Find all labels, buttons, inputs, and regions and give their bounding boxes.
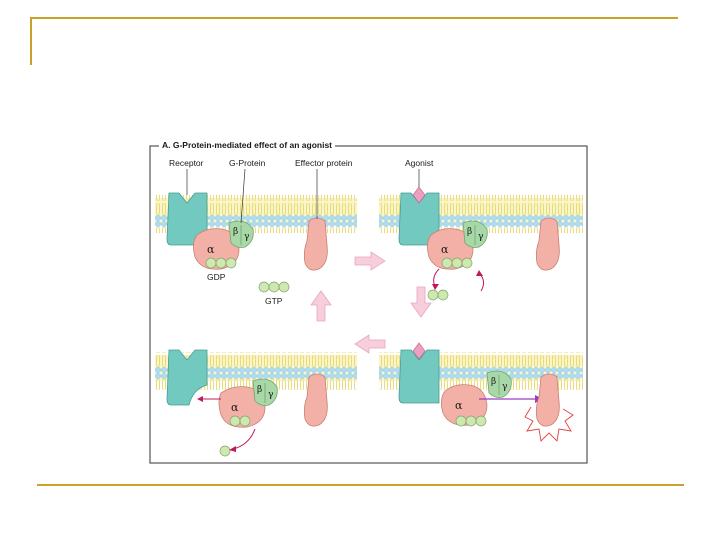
slide-bottom-rule <box>37 484 684 486</box>
alpha-symbol: α <box>455 400 462 411</box>
gtp-sphere <box>476 416 486 426</box>
gamma-symbol: γ <box>268 391 273 400</box>
gdp-sphere <box>230 416 240 426</box>
hydrolysis-arrow <box>233 429 255 449</box>
cycle-arrow-down <box>411 287 431 317</box>
phosphate-sphere <box>220 446 230 456</box>
alpha-symbol: α <box>441 244 448 255</box>
gtp-sphere <box>452 258 462 268</box>
gtp-sphere <box>259 282 269 292</box>
slide-top-rule <box>30 17 678 19</box>
label-receptor: Receptor <box>169 159 204 168</box>
cycle-arrow-up <box>311 291 331 321</box>
gdp-sphere <box>216 258 226 268</box>
alpha-symbol: α <box>231 402 238 413</box>
gdp-sphere <box>438 290 448 300</box>
figure-title: A. G-Protein-mediated effect of an agoni… <box>159 141 335 150</box>
g-protein-diagram: A. G-Protein-mediated effect of an agoni… <box>149 145 588 464</box>
gamma-symbol: γ <box>478 233 483 242</box>
label-gdp: GDP <box>207 273 225 282</box>
gtp-sphere <box>269 282 279 292</box>
figure-frame <box>150 146 587 463</box>
cycle-arrow-left <box>355 335 385 353</box>
cycle-arrow-right <box>355 252 385 270</box>
beta-symbol: β <box>467 228 472 237</box>
gdp-sphere <box>240 416 250 426</box>
gtp-sphere <box>466 416 476 426</box>
beta-symbol: β <box>257 386 262 395</box>
gdp-sphere <box>428 290 438 300</box>
gamma-symbol: γ <box>502 383 507 392</box>
alpha-symbol: α <box>207 244 214 255</box>
label-effector-protein: Effector protein <box>295 159 353 168</box>
label-agonist: Agonist <box>405 159 433 168</box>
gdp-sphere <box>226 258 236 268</box>
slide-left-rule <box>30 17 32 65</box>
gtp-sphere <box>456 416 466 426</box>
beta-symbol: β <box>491 378 496 387</box>
gdp-sphere <box>206 258 216 268</box>
gtp-sphere <box>462 258 472 268</box>
gtp-sphere <box>442 258 452 268</box>
label-gtp: GTP <box>265 297 282 306</box>
gamma-symbol: γ <box>244 233 249 242</box>
label-g-protein: G-Protein <box>229 159 265 168</box>
diagram-canvas <box>149 145 588 464</box>
beta-symbol: β <box>233 228 238 237</box>
gtp-sphere <box>279 282 289 292</box>
